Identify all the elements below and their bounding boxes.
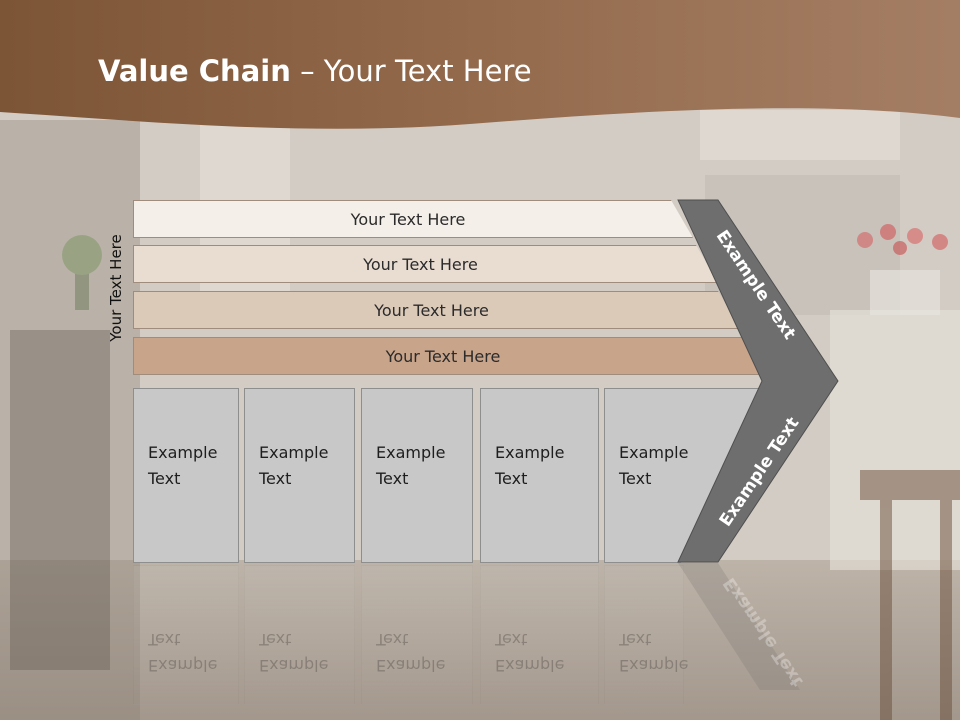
- activity-box-line1: Example: [148, 443, 218, 462]
- support-bar-label: Your Text Here: [350, 209, 466, 229]
- reflection-line1: Example: [376, 656, 446, 675]
- reflection-line1: Example: [619, 656, 689, 675]
- activity-box-line2: Text: [495, 469, 528, 488]
- reflection-line1: Example: [148, 656, 218, 675]
- activity-box-reflection-2: Example Text: [244, 565, 355, 705]
- support-bar-2[interactable]: Your Text Here: [133, 245, 718, 283]
- slide-title-rest: – Your Text Here: [290, 54, 532, 88]
- reflection-line2: Text: [148, 630, 181, 649]
- support-bar-label: Your Text Here: [385, 346, 501, 366]
- support-bar-label: Your Text Here: [374, 300, 489, 320]
- activity-box-line1: Example: [259, 443, 329, 462]
- slide-title: Value Chain – Your Text Here: [98, 54, 532, 88]
- activity-box-2[interactable]: Example Text: [244, 388, 355, 563]
- activity-box-line2: Text: [148, 469, 181, 488]
- activity-box-line2: Text: [619, 469, 652, 488]
- activity-box-line1: Example: [495, 443, 565, 462]
- activity-box-4[interactable]: Example Text: [480, 388, 599, 563]
- reflection-line2: Text: [376, 630, 409, 649]
- activity-box-reflection-5: Example Text: [604, 565, 689, 705]
- activity-box-line2: Text: [259, 469, 292, 488]
- reflection-line2: Text: [495, 630, 528, 649]
- slide-title-bold: Value Chain: [98, 54, 291, 88]
- activity-box-reflection-4: Example Text: [480, 565, 599, 705]
- activity-box-line1: Example: [376, 443, 446, 462]
- support-bar-1[interactable]: Your Text Here: [133, 200, 693, 238]
- activity-box-1[interactable]: Example Text: [133, 388, 239, 563]
- activity-box-line2: Text: [376, 469, 409, 488]
- support-bar-4[interactable]: Your Text Here: [133, 337, 763, 375]
- reflection-line2: Text: [259, 630, 292, 649]
- reflection-line2: Text: [619, 630, 652, 649]
- vertical-label-text: Your Text Here: [107, 234, 125, 342]
- reflection-line1: Example: [259, 656, 329, 675]
- activity-box-reflection-1: Example Text: [133, 565, 239, 705]
- header-banner: [0, 0, 960, 129]
- reflection-line1: Example: [495, 656, 565, 675]
- support-bar-label: Your Text Here: [363, 254, 478, 274]
- support-bar-3[interactable]: Your Text Here: [133, 291, 740, 329]
- activity-box-3[interactable]: Example Text: [361, 388, 473, 563]
- activity-box-line1: Example: [619, 443, 689, 462]
- activity-box-reflection-3: Example Text: [361, 565, 473, 705]
